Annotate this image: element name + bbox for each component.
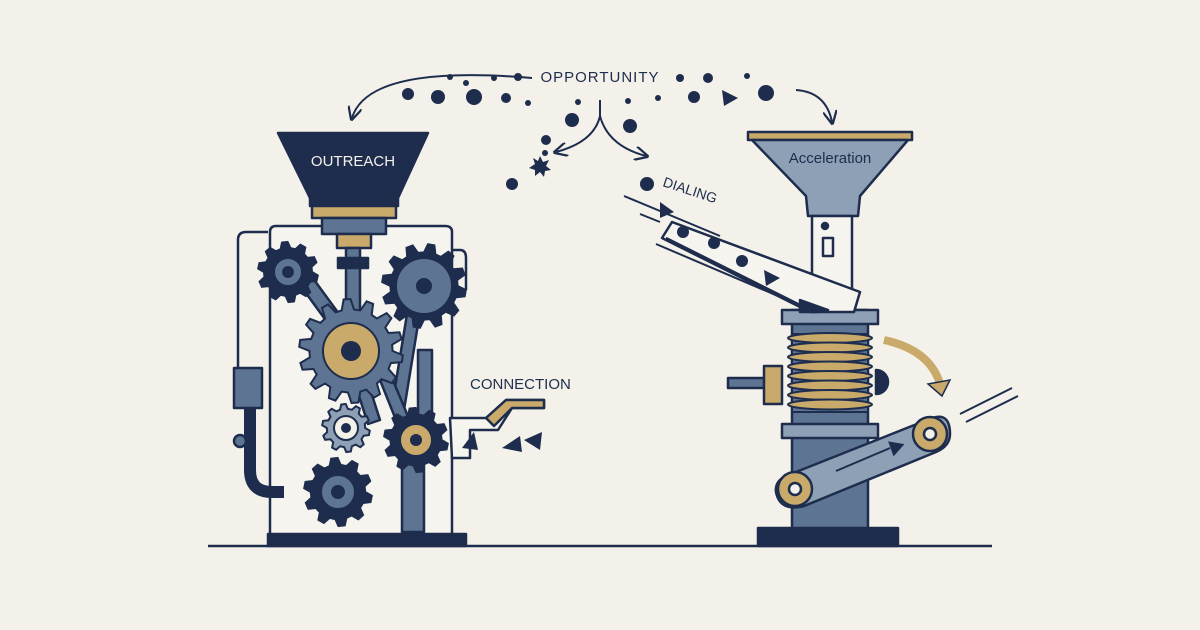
dot-icon	[708, 237, 720, 249]
dot-icon	[463, 80, 469, 86]
triangle-marker-icon	[462, 432, 478, 450]
dot-icon	[677, 226, 689, 238]
arrow-icon	[888, 441, 905, 457]
dot-icon	[491, 75, 497, 81]
dot-icon	[758, 85, 774, 101]
dot-icon	[501, 93, 511, 103]
funnel-chute	[335, 232, 373, 250]
chute-speed-lines	[623, 195, 793, 303]
star-icon	[529, 156, 551, 177]
column-collar	[780, 422, 880, 440]
side-pipe	[236, 230, 268, 380]
dot-icon	[541, 135, 551, 145]
speed-lines	[959, 387, 1019, 423]
machine-base	[266, 532, 468, 548]
dot-icon	[431, 90, 445, 104]
funnel-collar-gold	[310, 204, 398, 220]
dot-icon	[447, 74, 453, 80]
side-knob	[874, 368, 890, 396]
gear-icon	[381, 243, 467, 329]
column-bolt	[820, 221, 830, 231]
dot-icon	[744, 73, 750, 79]
label-dialing: DIALING	[661, 174, 719, 207]
dot-icon	[402, 88, 414, 100]
dot-icon	[625, 98, 631, 104]
chute-end	[798, 298, 830, 314]
dot-icon	[466, 89, 482, 105]
right-base	[756, 526, 900, 548]
side-lever-block	[762, 364, 784, 406]
dot-icon	[525, 100, 531, 106]
label-opportunity: OPPORTUNITY	[540, 69, 659, 86]
pipe-knob	[232, 433, 248, 449]
dot-icon	[736, 255, 748, 267]
triangle-marker-icon	[660, 202, 674, 218]
gear-cluster	[257, 240, 467, 528]
dot-icon	[565, 113, 579, 127]
label-outreach: OUTREACH	[311, 153, 395, 170]
side-valve	[232, 366, 264, 410]
dot-icon	[575, 99, 581, 105]
triangle-marker-icon	[524, 432, 542, 450]
triangle-marker-icon	[502, 436, 522, 452]
arrow-icon	[556, 115, 601, 152]
gear-icon	[321, 402, 371, 454]
dot-icon	[623, 119, 637, 133]
side-lever-rod	[726, 376, 770, 390]
arrow-icon	[795, 89, 832, 122]
gear-icon	[303, 456, 373, 528]
connection-chute-top	[484, 398, 546, 428]
dot-icon	[514, 73, 522, 81]
dot-icon	[506, 178, 518, 190]
spring-coil-icon	[787, 332, 873, 413]
drain-pipe	[244, 408, 284, 498]
gear-icon	[298, 297, 404, 405]
triangle-marker-icon	[722, 90, 738, 106]
arrow-icon	[926, 378, 952, 398]
dot-icon	[542, 150, 548, 156]
acceleration-funnel	[750, 138, 910, 218]
label-connection: CONNECTION	[470, 376, 571, 393]
dot-icon	[640, 177, 654, 191]
dot-icon	[655, 95, 661, 101]
funnel-collar	[320, 216, 388, 236]
gold-curve-arrow	[883, 336, 944, 386]
arrow-icon	[599, 115, 646, 156]
column-window	[821, 236, 835, 258]
triangle-marker-icon	[764, 270, 780, 286]
conveyor-belt-icon	[774, 415, 952, 509]
dot-icon	[703, 73, 713, 83]
gear-icon	[257, 240, 319, 304]
opportunity-dots	[402, 73, 774, 267]
dot-icon	[676, 74, 684, 82]
dot-icon	[688, 91, 700, 103]
top-pipe	[452, 248, 468, 290]
label-acceleration: Acceleration	[789, 150, 872, 167]
gear-icon	[383, 406, 449, 474]
